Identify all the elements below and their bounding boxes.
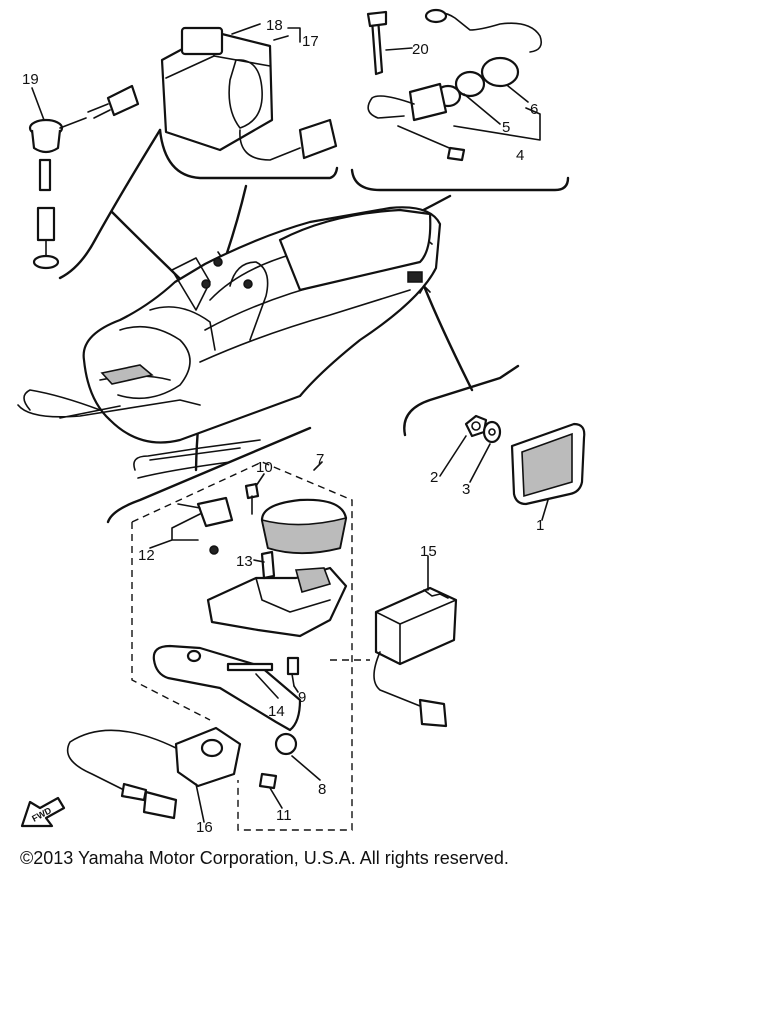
callout-16: 16 [196, 819, 213, 836]
callout-12: 12 [138, 547, 155, 564]
snowmobile-illustration [17, 206, 442, 479]
callout-19: 19 [22, 71, 39, 88]
fwd-arrow: FWD [20, 796, 66, 828]
group-bracket-lines [58, 128, 570, 524]
part-17-18-illustration [160, 26, 338, 161]
callout-2: 2 [430, 469, 438, 486]
parts-diagram: FWD 1 2 3 4 5 6 7 8 9 10 11 12 13 [17, 8, 586, 836]
callout-7: 7 [316, 451, 324, 468]
callout-17: 17 [302, 33, 319, 50]
callout-9: 9 [298, 689, 306, 706]
callout-10: 10 [256, 459, 273, 476]
part-15-illustration [373, 586, 458, 728]
callout-20: 20 [412, 41, 429, 58]
part-1-2-3-illustration [464, 414, 586, 506]
callout-6: 6 [530, 101, 538, 118]
part-4-5-6-20-illustration [366, 8, 543, 162]
callout-labels: 1 2 3 4 5 6 7 8 9 10 11 12 13 14 15 16 1… [22, 17, 544, 836]
callout-3: 3 [462, 481, 470, 498]
part-19-illustration [28, 84, 140, 270]
callout-15: 15 [420, 543, 437, 560]
callout-18: 18 [266, 17, 283, 34]
callout-leaders [31, 23, 549, 823]
callout-5: 5 [502, 119, 510, 136]
callout-1: 1 [536, 517, 544, 534]
callout-4: 4 [516, 147, 524, 164]
callout-13: 13 [236, 553, 253, 570]
callout-14: 14 [268, 703, 285, 720]
throttle-assembly-illustration [66, 461, 370, 831]
callout-11: 11 [276, 807, 292, 824]
callout-8: 8 [318, 781, 326, 798]
copyright-notice: ©2013 Yamaha Motor Corporation, U.S.A. A… [20, 848, 509, 868]
